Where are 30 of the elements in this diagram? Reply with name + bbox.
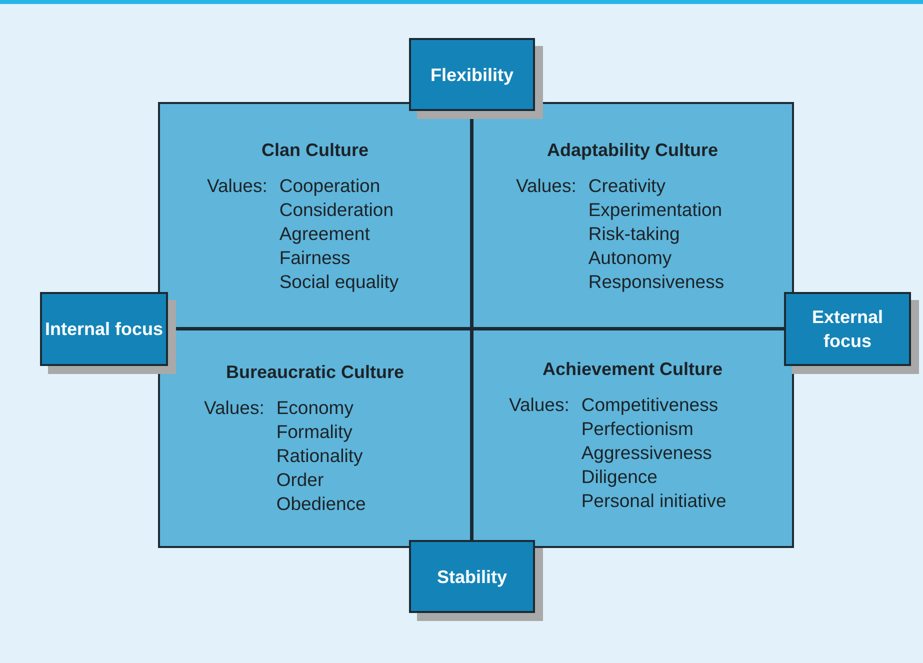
value-item: Perfectionism [581,417,694,441]
values-label: Values: [207,174,268,198]
quadrant-title: Clan Culture [260,140,370,161]
quadrant-title: Achievement Culture [541,359,724,380]
quadrant-title: Bureaucratic Culture [224,362,406,383]
value-item: Creativity [588,174,666,198]
value-item: Diligence [581,465,658,489]
value-item: Consideration [279,198,394,222]
value-item: Order [276,468,325,492]
value-item: Fairness [279,246,352,270]
value-item: Formality [276,420,354,444]
value-item: Responsiveness [588,270,724,294]
value-item: Rationality [276,444,364,468]
values-label: Values: [204,396,264,420]
quadrant-panel [471,102,794,329]
quadrant-panel [471,328,794,548]
value-item: Economy [276,396,354,420]
value-item: Competitiveness [581,393,720,417]
value-item: Risk-taking [588,222,681,246]
value-item: Agreement [279,222,371,246]
value-item: Autonomy [588,246,673,270]
value-item: Cooperation [279,174,382,198]
value-item: Personal initiative [581,489,726,513]
value-item: Social equality [279,270,399,294]
value-item: Experimentation [588,198,724,222]
quadrant-title: Adaptability Culture [546,140,719,161]
values-label: Values: [516,174,576,198]
values-label: Values: [509,393,570,417]
value-item: Obedience [276,492,366,516]
value-item: Aggressiveness [581,441,713,465]
